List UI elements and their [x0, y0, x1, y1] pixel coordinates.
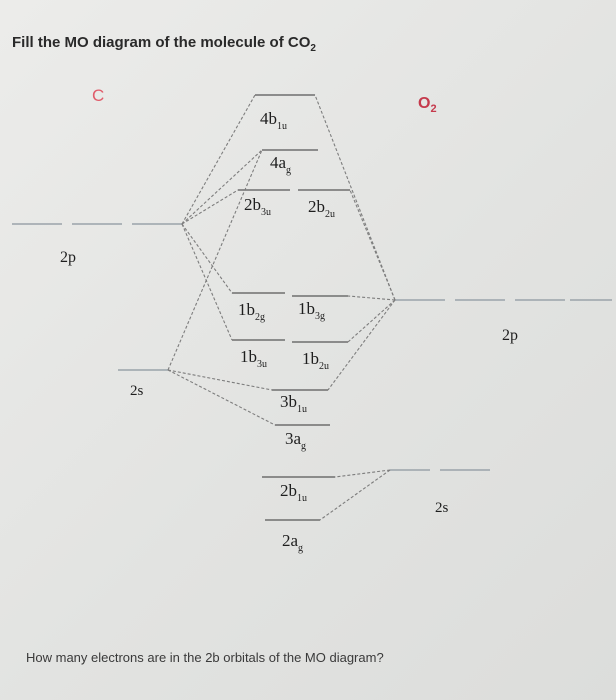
- mo-1b3u-label: 1b3u: [240, 347, 267, 370]
- question-title-subscript: 2: [310, 43, 316, 54]
- left-2p-label: 2p: [60, 249, 76, 266]
- mo-1b2u-label: 1b2u: [302, 349, 329, 372]
- atom-label-left: C: [92, 86, 104, 105]
- mo-2ag-label: 2ag: [282, 531, 303, 554]
- mo-3b1u-label: 3b1u: [280, 392, 307, 415]
- mo-2b2u-label: 2b2u: [308, 197, 335, 220]
- question-title-text: Fill the MO diagram of the molecule of C…: [12, 34, 311, 51]
- mo-2b1u-label: 2b1u: [280, 481, 307, 504]
- mo-4b1u-label: 4b1u: [260, 109, 287, 132]
- left-2s-label: 2s: [130, 383, 144, 399]
- question-title: Fill the MO diagram of the molecule of C…: [12, 34, 316, 54]
- mo-4ag-label: 4ag: [270, 153, 291, 176]
- question-text: How many electrons are in the 2b orbital…: [26, 650, 384, 665]
- mo-3ag-label: 3ag: [285, 429, 306, 452]
- mo-2b3u-label: 2b3u: [244, 195, 271, 218]
- atom-label-right: O2: [418, 95, 437, 115]
- right-2p-label: 2p: [502, 327, 518, 344]
- right-2s-label: 2s: [435, 500, 449, 516]
- mo-1b2g-label: 1b2g: [238, 300, 265, 323]
- correlation-lines: [167, 94, 396, 521]
- mo-1b3g-label: 1b3g: [298, 299, 325, 322]
